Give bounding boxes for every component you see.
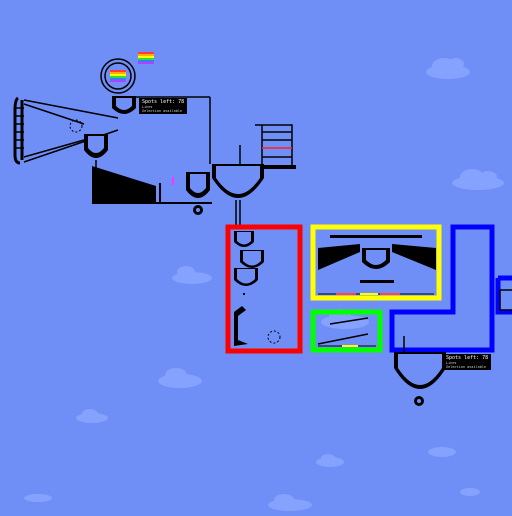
counter-line2: Lines — [446, 361, 457, 365]
marble-holder-ring — [100, 58, 136, 94]
red-zone-contents — [234, 231, 281, 346]
dashed-target-circle[interactable] — [69, 119, 83, 133]
rainbow-marble-top[interactable] — [138, 52, 154, 64]
blue-zone[interactable] — [389, 224, 495, 353]
clouds — [24, 58, 504, 511]
yellow-zone[interactable] — [310, 224, 442, 301]
cloud — [76, 409, 108, 423]
rainbow-marble[interactable] — [110, 70, 126, 82]
cloud — [426, 58, 470, 79]
cloud — [268, 494, 312, 511]
counter-label: Spots left: 78 — [142, 99, 185, 105]
counter-line3: Selection available — [446, 365, 487, 369]
yellow-zone-contents — [318, 235, 436, 295]
counter-line2: Lines — [142, 105, 153, 109]
cloud — [316, 454, 344, 467]
red-zone[interactable] — [225, 224, 303, 354]
cloud — [158, 368, 202, 388]
cloud — [172, 266, 212, 284]
counter-line3: Selection available — [142, 109, 183, 113]
green-zone-contents — [317, 317, 376, 347]
green-zone[interactable] — [310, 309, 383, 353]
ramp-block — [92, 166, 156, 203]
spots-counter-bottom: Spots left: 78 Lines Selection available — [443, 354, 492, 370]
cloud — [452, 169, 504, 190]
cage — [239, 124, 293, 166]
cloud — [24, 494, 52, 502]
blue-zone-edge[interactable] — [495, 275, 512, 315]
cage-base — [264, 165, 296, 169]
cloud — [460, 488, 480, 496]
counter-label: Spots left: 78 — [446, 355, 489, 361]
pink-marker[interactable] — [172, 177, 174, 185]
spots-counter-top: Spots left: 78 Lines Selection available — [139, 98, 188, 114]
marble-holder-inner-ring — [104, 62, 132, 90]
cloud — [428, 447, 456, 457]
